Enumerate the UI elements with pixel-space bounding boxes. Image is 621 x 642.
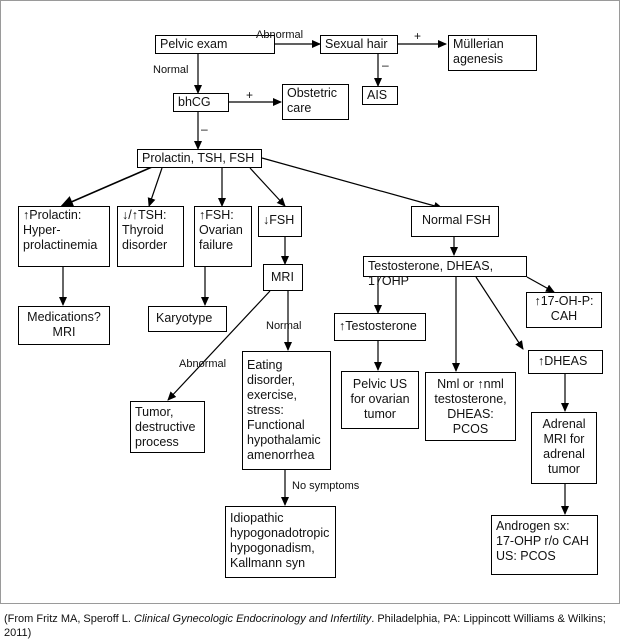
edge-ptf-normalfsh [261, 157, 443, 210]
node-mullerian-agenesis: Müllerian agenesis [448, 35, 537, 71]
edge-mri-tumor [167, 290, 271, 401]
node-karyotype: Karyotype [148, 306, 227, 332]
caption-prefix: (From Fritz MA, Speroff L. [4, 613, 134, 625]
figure-frame [0, 0, 620, 604]
edge-label-normal-left: Normal [153, 64, 189, 76]
edge-label-plus-obstetric: + [246, 88, 254, 102]
node-normal-fsh: Normal FSH [411, 206, 499, 237]
node-obstetric-care: Obstetric care [282, 84, 349, 120]
node-idiopathic: Idiopathic hypogonadotropic hypogonadism… [225, 506, 336, 578]
node-high-17ohp: ↑17-OH-P: CAH [526, 292, 602, 328]
node-high-fsh: ↑FSH: Ovarian failure [194, 206, 252, 267]
edge-label-normal-mri: Normal [266, 320, 302, 332]
node-medications-mri: Medications? MRI [18, 306, 110, 345]
edge-ptf-highprolactin [60, 166, 153, 208]
caption-title: Clinical Gynecologic Endocrinology and I… [134, 613, 372, 625]
figure-caption: (From Fritz MA, Speroff L. Clinical Gyne… [4, 612, 616, 640]
node-tsh-thyroid: ↓/↑TSH: Thyroid disorder [117, 206, 184, 267]
edge-ptf-lowfsh [249, 167, 286, 207]
edge-label-abnormal-mri: Abnormal [179, 358, 227, 370]
flowchart-edges [59, 40, 569, 515]
node-testosterone-dheas-17ohp: Testosterone, DHEAS, 17OHP [363, 256, 527, 288]
node-high-dheas: ↑DHEAS [528, 350, 603, 374]
edge-ptf-tsh [147, 167, 163, 207]
node-mri: MRI [263, 264, 303, 291]
node-sexual-hair: Sexual hair [320, 35, 398, 54]
node-pelvic-us: Pelvic US for ovarian tumor [341, 371, 419, 429]
node-ais: AIS [362, 86, 398, 105]
edge-label-plus-mullerian: + [414, 29, 422, 43]
edge-tests-17ohp [526, 276, 555, 293]
node-high-testosterone: ↑Testosterone [334, 313, 426, 341]
edge-label-minus-bhcg: – [201, 122, 208, 136]
node-high-prolactin: ↑Prolactin: Hyper- prolactinemia [18, 206, 110, 267]
edge-label-no-symptoms: No symptoms [292, 480, 360, 492]
node-bhcg: bhCG [173, 93, 229, 112]
node-prolactin-tsh-fsh: Prolactin, TSH, FSH [137, 149, 262, 168]
node-nml-testosterone: Nml or ↑nml testosterone, DHEAS: PCOS [425, 372, 516, 441]
caption-suffix: . Philadelphia, PA: Lippincott Williams … [4, 613, 606, 639]
node-androgen-sx: Androgen sx: 17-OHP r/o CAH US: PCOS [491, 515, 598, 575]
node-eating-disorder: Eating disorder, exercise, stress: Funct… [242, 351, 331, 470]
node-pelvic-exam: Pelvic exam [155, 35, 275, 54]
node-low-fsh: ↓FSH [258, 206, 302, 237]
edge-tests-highdheas [475, 276, 524, 350]
edge-label-abnormal-top: Abnormal [256, 29, 304, 41]
node-adrenal-mri: Adrenal MRI for adrenal tumor [531, 412, 597, 484]
node-tumor: Tumor, destructive process [130, 401, 205, 453]
edge-label-minus-ais: – [382, 58, 389, 72]
